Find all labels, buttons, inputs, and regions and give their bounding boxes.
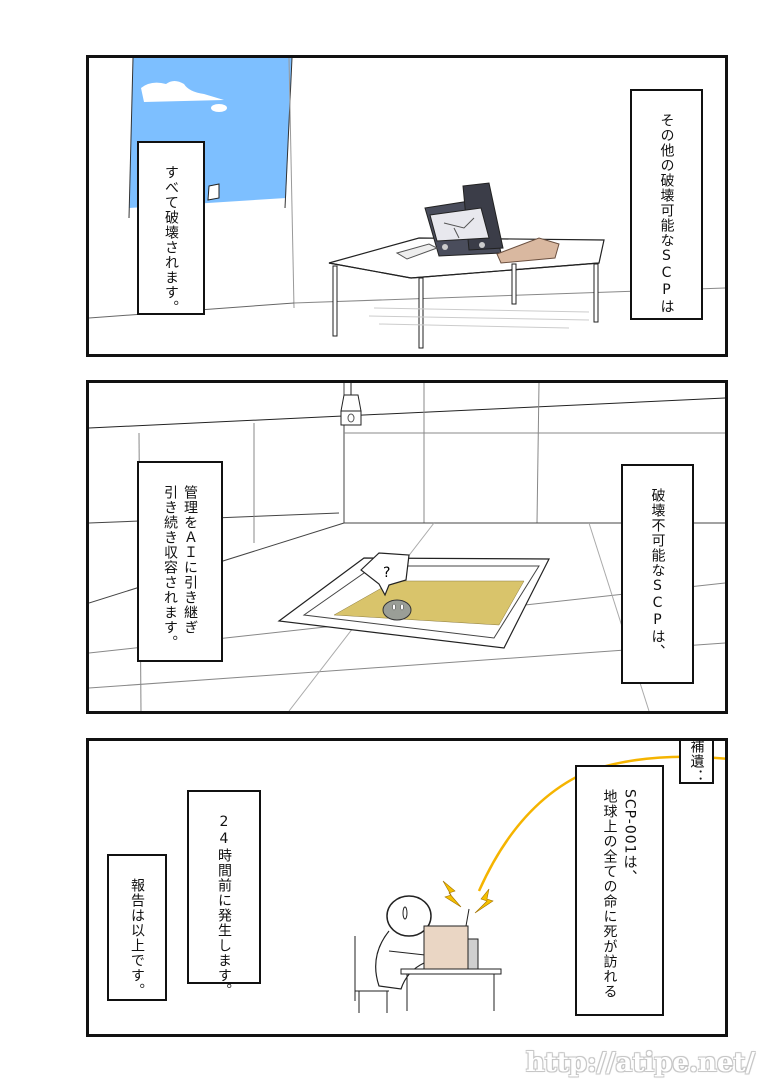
caption-text: すべて破壊されます。 — [163, 165, 179, 315]
caption-ai-management: 管理をＡＩに引き継ぎ 引き続き収容されます。 — [137, 461, 223, 662]
addendum-tag: 補遺： — [679, 739, 714, 784]
addendum-label: 補遺： — [688, 739, 705, 784]
svg-text:?: ? — [383, 565, 390, 581]
panel-1: その他の破壊可能なSCPは すべて破壊されます。 — [86, 55, 728, 357]
caption-line-1: SCP-001は、 — [621, 789, 638, 885]
caption-scp-001: SCP-001は、 地球上の全ての命に死が訪れる — [575, 765, 664, 1016]
caption-text: 24時間前に発生します。 — [216, 814, 232, 998]
site-watermark: http://atipe.net/ — [525, 1048, 755, 1078]
caption-report-end: 報告は以上です。 — [107, 854, 167, 1001]
containment-room-illustration: ? — [89, 383, 725, 711]
speech-bubble — [360, 552, 410, 597]
caption-indestructible-scp: 破壊不可能なSCPは、 — [621, 464, 694, 684]
caption-destroyable-scp: その他の破壊可能なSCPは — [630, 89, 703, 320]
caption-text: 報告は以上です。 — [129, 878, 145, 998]
caption-text: 破壊不可能なSCPは、 — [649, 488, 666, 659]
panel-2: ? 破壊不可能なSCPは、 管理をＡＩに引き継ぎ 引き続き収容されます。 — [86, 380, 728, 714]
caption-all-destroyed: すべて破壊されます。 — [137, 141, 205, 315]
caption-line-2: 地球上の全ての命に死が訪れる — [601, 789, 618, 999]
caption-text: その他の破壊可能なSCPは — [658, 113, 675, 314]
caption-line-2: 引き続き収容されます。 — [162, 485, 178, 650]
caption-line-1: 管理をＡＩに引き継ぎ — [182, 485, 198, 635]
caption-24-hours: 24時間前に発生します。 — [187, 790, 261, 998]
panel-3: 補遺： SCP-001は、 地球上の全ての命に死が訪れる 24時間前に発生します… — [86, 738, 728, 1037]
